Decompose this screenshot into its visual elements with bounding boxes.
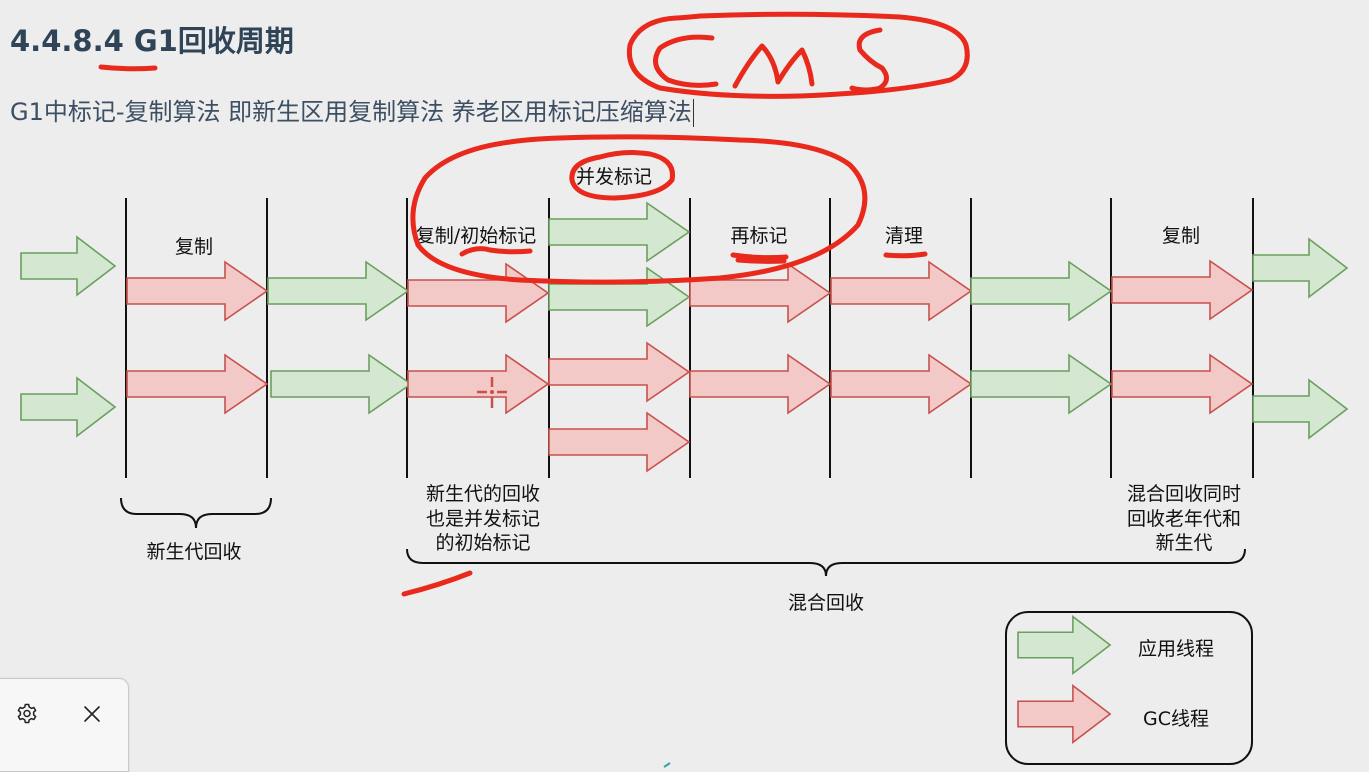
app-thread-arrow	[1252, 379, 1348, 439]
gc-thread-arrow	[126, 261, 268, 321]
heading-title: 回收周期	[177, 24, 294, 58]
underline-remark-2	[735, 257, 787, 264]
cms-letter-s	[849, 27, 889, 93]
phase-label-copy: 复制	[175, 236, 213, 258]
mixed-gc-label: 混合回收	[788, 592, 864, 614]
section-number: 4.4.8.4	[10, 24, 124, 58]
young-gc-brace	[120, 497, 272, 529]
cms-phases-ellipse	[410, 134, 868, 285]
legend-app-thread: 应用线程	[1138, 638, 1214, 660]
settings-button[interactable]	[10, 697, 44, 731]
app-thread-arrow	[970, 261, 1112, 321]
subtitle-text: G1中标记-复制算法 即新生区用复制算法 养老区用标记压缩算法	[10, 98, 692, 126]
heading-g1: G1	[133, 24, 178, 58]
phase-label-remark: 再标记	[730, 225, 787, 247]
legend: 应用线程 GC线程	[1005, 611, 1253, 765]
cms-letter-m	[732, 43, 815, 89]
app-thread-arrow	[548, 202, 690, 262]
app-thread-arrow	[270, 354, 412, 414]
gc-thread-arrow	[548, 342, 690, 402]
legend-gc-thread: GC线程	[1143, 708, 1209, 730]
gc-thread-arrow	[830, 261, 972, 321]
phase-label-copy: 复制	[1162, 225, 1200, 247]
phase-label-copy-initial-mark: 复制/初始标记	[416, 225, 536, 247]
young-gc-label: 新生代回收	[146, 541, 241, 563]
mixed-gc-note-line: 回收老年代和	[1127, 508, 1241, 530]
subtitle-line[interactable]: G1中标记-复制算法 即新生区用复制算法 养老区用标记压缩算法	[10, 92, 694, 127]
app-thread-arrow	[20, 236, 116, 296]
young-gc-note-tick	[401, 570, 473, 597]
handwritten-annotations	[98, 11, 970, 597]
gc-thread-arrow	[689, 354, 831, 414]
cms-circle	[626, 11, 970, 99]
young-gc-note-line: 也是并发标记	[426, 508, 540, 530]
gc-thread-arrow	[548, 412, 690, 472]
mixed-gc-brace	[406, 548, 1246, 577]
young-gc-note-line: 的初始标记	[435, 532, 530, 554]
gear-icon	[17, 703, 37, 724]
gc-thread-arrow	[1111, 260, 1253, 320]
app-thread-arrow	[1252, 238, 1348, 298]
close-button[interactable]	[75, 697, 109, 731]
young-gc-note-line: 新生代的回收	[426, 483, 540, 505]
underline-initial-mark	[459, 246, 533, 257]
legend-app-arrow-icon	[1017, 615, 1111, 675]
underline-remark	[730, 252, 789, 261]
underline-cleanup	[883, 251, 928, 259]
gc-thread-arrow	[1111, 354, 1253, 414]
app-thread-arrow	[267, 261, 409, 321]
floating-toolbar	[0, 678, 129, 772]
phase-boundaries	[125, 198, 1254, 478]
app-thread-arrow	[20, 377, 116, 437]
mixed-gc-note-line: 新生代	[1155, 532, 1212, 554]
concurrent-mark-circle	[569, 150, 676, 201]
app-thread-arrow	[548, 267, 690, 327]
phase-label-cleanup: 清理	[885, 225, 923, 247]
gc-thread-arrow	[830, 354, 972, 414]
gc-thread-arrow	[407, 354, 549, 414]
small-teal-mark	[663, 762, 671, 768]
underline-g1	[98, 64, 158, 72]
section-heading: 4.4.8.4 G1回收周期	[10, 18, 294, 60]
crosshair-cursor-icon	[477, 377, 507, 408]
gc-thread-arrow	[126, 354, 268, 414]
legend-box	[1005, 611, 1253, 765]
text-cursor	[692, 99, 694, 127]
mixed-gc-note-line: 混合回收同时	[1127, 483, 1241, 505]
legend-gc-arrow-icon	[1017, 684, 1111, 744]
close-icon	[84, 706, 100, 722]
phase-label-concurrent-mark: 并发标记	[576, 166, 652, 188]
cms-letter-c	[653, 34, 719, 88]
app-thread-arrow	[970, 354, 1112, 414]
